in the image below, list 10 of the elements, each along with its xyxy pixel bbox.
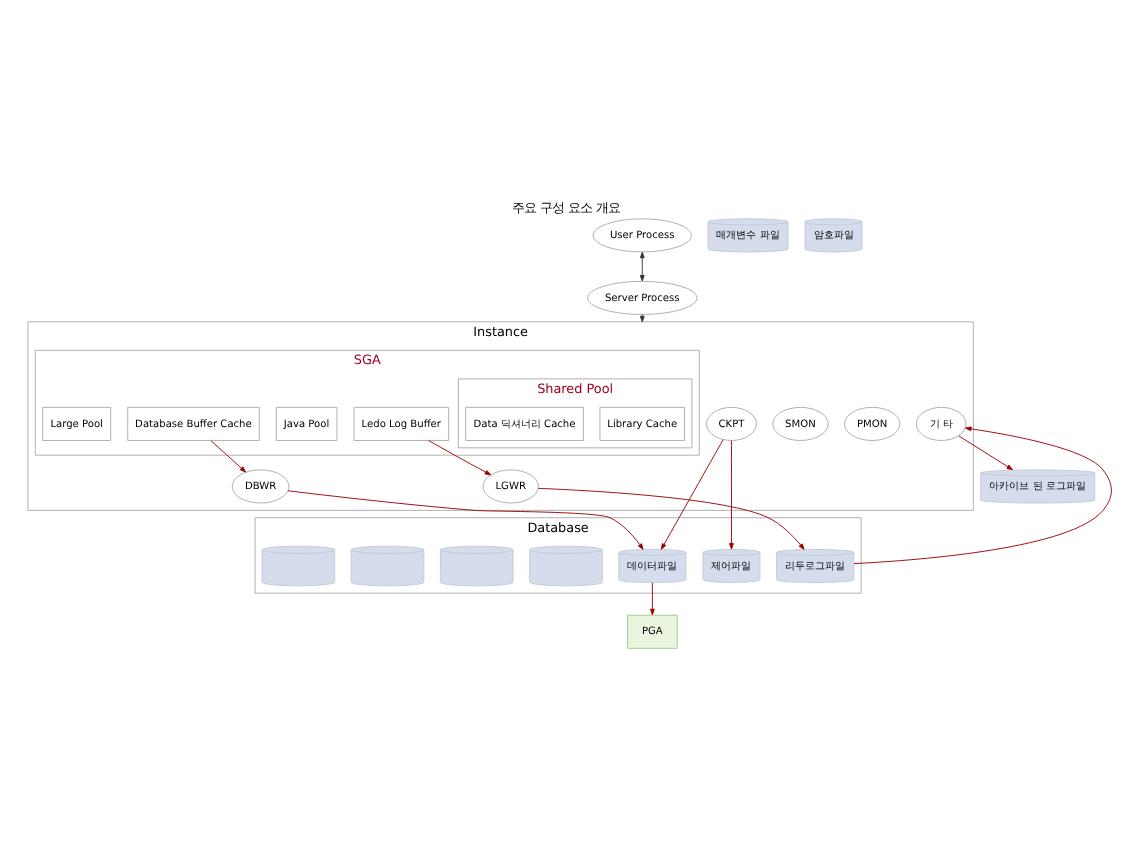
arrow — [287, 489, 644, 549]
arrow — [428, 439, 492, 475]
arrow — [729, 439, 734, 549]
arrow — [650, 581, 655, 615]
arrow — [210, 439, 247, 472]
arrow — [537, 486, 805, 549]
arrow — [853, 425, 1112, 564]
arrow — [958, 434, 1013, 470]
arrow — [660, 438, 724, 549]
arrow — [639, 250, 645, 281]
